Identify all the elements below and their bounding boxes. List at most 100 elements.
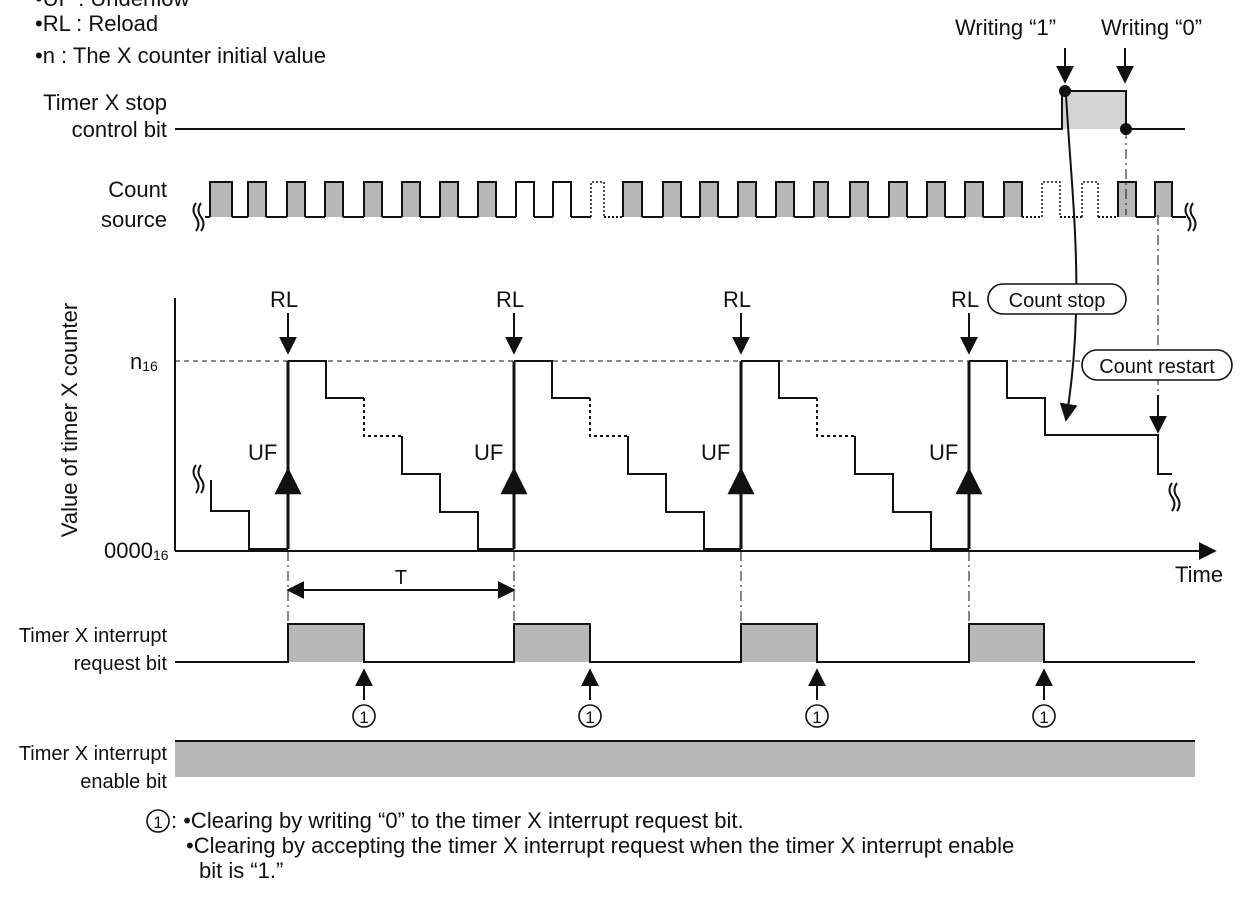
counter-skipped-steps: [363, 398, 402, 437]
counter-staircase: [210, 360, 1172, 550]
count-pulse-fill: [927, 182, 945, 217]
stop-bit-high-fill: [1062, 91, 1126, 129]
counter-decrement-steps: [741, 360, 817, 399]
legend-initial-value: •n : The X counter initial value: [35, 43, 326, 68]
irq-clear-marker-text: 1: [585, 708, 594, 727]
count-pulse: [849, 181, 869, 217]
stop-bit-label-2: control bit: [72, 117, 167, 142]
irq-clear-marker: [1032, 704, 1056, 728]
count-pulse-fill: [1118, 182, 1136, 217]
count-pulse-fill: [965, 182, 983, 217]
irq-pulse-fill: [969, 624, 1044, 662]
footnote-circle-marker: [146, 809, 170, 833]
count-pulse: [775, 181, 795, 217]
count-pulse-stopped: [1081, 181, 1099, 217]
count-pulse-fill: [287, 182, 305, 217]
count-pulse-fill: [663, 182, 681, 217]
irq-line: [175, 623, 1195, 663]
count-pulse-fill: [478, 182, 496, 217]
irq-pulse-fill: [288, 624, 364, 662]
count-pulse-fill: [776, 182, 794, 217]
counter-break-left: [192, 464, 205, 494]
n16-tick-label: n16: [130, 349, 158, 374]
counter-decrement-steps: [288, 360, 364, 399]
count-pulse-fill: [325, 182, 343, 217]
count-source-label-1: Count: [108, 177, 167, 202]
count-pulse: [737, 181, 757, 217]
count-pulse-fill: [364, 182, 382, 217]
counter-stop-restart-steps: [969, 360, 1172, 475]
count-pulse: [401, 181, 421, 217]
count-stop-callout: [987, 283, 1127, 315]
footnote-line-1: : •Clearing by writing “0” to the timer …: [171, 808, 744, 833]
stop-bit-waveform: [175, 90, 1185, 130]
count-pulse-fill: [440, 182, 458, 217]
legend-reload: •RL : Reload: [35, 11, 158, 36]
writing-0-label: Writing “0”: [1101, 15, 1202, 40]
zero16-tick-label: 000016: [104, 538, 169, 563]
irq-pulse-fill: [514, 624, 590, 662]
vertical-guides: [287, 551, 970, 622]
count-pulse-fill: [623, 182, 642, 217]
count-pulse-fill: [1004, 182, 1022, 217]
count-pulse: [622, 181, 643, 217]
count-pulse-fill: [850, 182, 868, 217]
count-pulse-fill: [210, 182, 232, 217]
enable-bit-label-2: enable bit: [80, 771, 167, 793]
count-source-break-right: [1184, 202, 1197, 232]
irq-bit-waveform: 1 1 1 1: [175, 623, 1195, 728]
counter-skipped-steps: [816, 398, 855, 437]
count-pulse-fill: [248, 182, 266, 217]
count-pulse-stopped: [1041, 181, 1061, 217]
count-pulse-fill: [889, 182, 907, 217]
uf-marker-label: UF: [929, 440, 958, 465]
count-stop-text: Count stop: [1009, 290, 1106, 312]
stop-bit-set-dot: [1059, 85, 1071, 97]
irq-clear-marker: [805, 704, 829, 728]
count-pulse-fill: [700, 182, 718, 217]
irq-clear-marker: [352, 704, 376, 728]
count-pulse: [439, 181, 459, 217]
irq-bit-label-2: request bit: [74, 653, 168, 675]
footnote-line-2: •Clearing by accepting the timer X inter…: [186, 833, 1015, 858]
count-pulse: [247, 181, 267, 217]
stop-bit-label-1: Timer X stop: [43, 90, 167, 115]
count-stop-arrow: [1059, 94, 1078, 422]
enable-bit-label-1: Timer X interrupt: [19, 743, 168, 765]
count-source-label-2: source: [101, 207, 167, 232]
count-pulse: [363, 181, 383, 217]
count-source-waveform: [205, 181, 1186, 218]
rl-marker-label: RL: [496, 287, 524, 312]
rl-marker-label: RL: [951, 287, 979, 312]
enable-bit-high-fill: [175, 741, 1195, 777]
count-restart-callout: [1081, 349, 1233, 381]
irq-clear-marker-text: 1: [812, 708, 821, 727]
count-pulse: [964, 181, 984, 217]
period-t-label: T: [395, 567, 407, 589]
count-pulse: [286, 181, 306, 217]
count-pulse-fill: [402, 182, 420, 217]
count-pulse: [926, 181, 946, 217]
rl-marker-label: RL: [270, 287, 298, 312]
irq-clear-marker-text: 1: [359, 708, 368, 727]
count-pulse-stopped: [590, 181, 605, 217]
count-pulse: [662, 181, 682, 217]
footnote-marker-text: 1: [153, 813, 162, 832]
uf-marker-label: UF: [474, 440, 503, 465]
counter-decrement-steps: [514, 360, 590, 399]
footnote-line-3: bit is “1.”: [199, 858, 284, 883]
count-pulse-fill: [738, 182, 756, 217]
irq-clear-marker-text: 1: [1039, 708, 1048, 727]
counter-pre-roll: [210, 480, 288, 550]
counter-skipped-steps: [589, 398, 628, 437]
counter-decrement-steps: [627, 436, 741, 550]
irq-pulse-fill: [741, 624, 817, 662]
count-source-break-left: [192, 202, 205, 232]
uf-marker-label: UF: [701, 440, 730, 465]
count-pulse: [813, 181, 829, 217]
count-pulse: [888, 181, 908, 217]
irq-bit-label-1: Timer X interrupt: [19, 625, 168, 647]
count-pulse-fill: [814, 182, 828, 217]
